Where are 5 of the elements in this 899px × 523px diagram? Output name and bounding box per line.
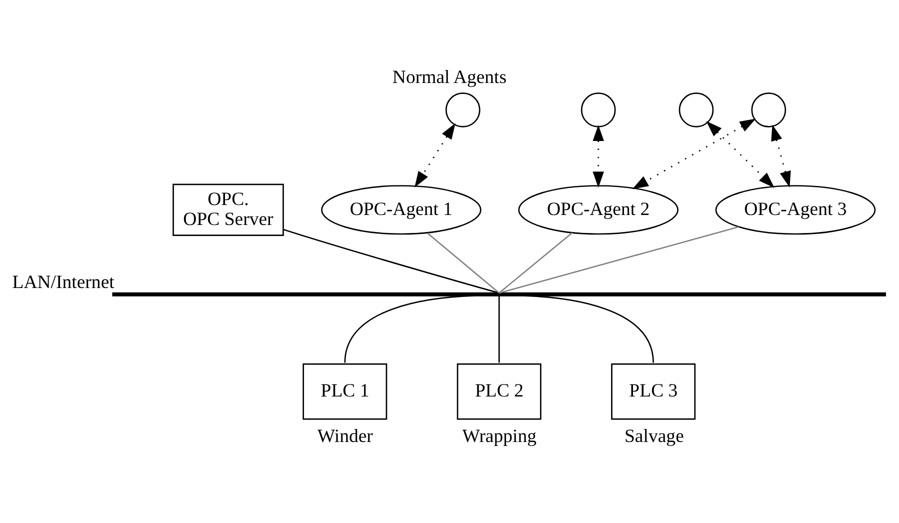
node-label: LAN/Internet xyxy=(12,272,114,293)
node-label: Winder xyxy=(317,426,373,448)
node-label: Salvage xyxy=(624,426,684,448)
node-label: Wrapping xyxy=(462,426,537,448)
diagram-title: Normal Agents xyxy=(392,66,507,88)
